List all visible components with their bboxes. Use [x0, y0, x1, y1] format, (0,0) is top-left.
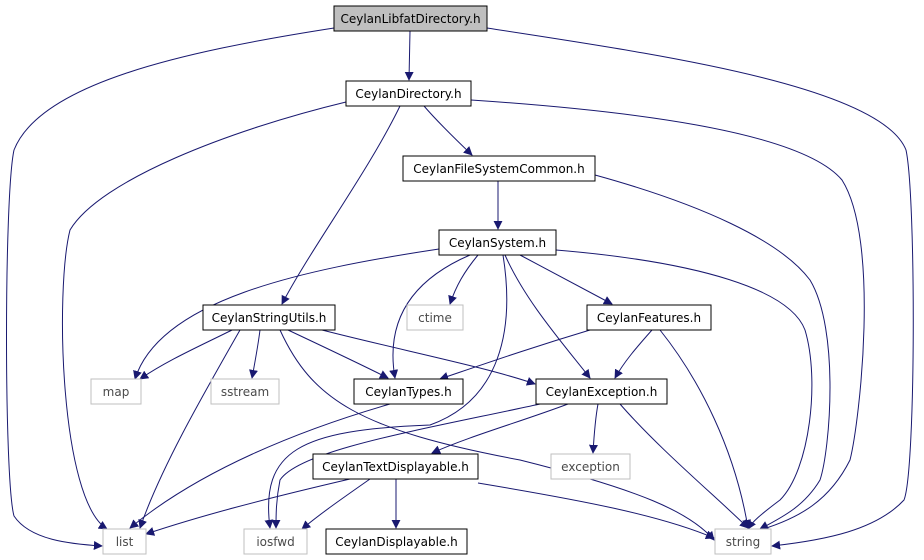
edge-directory-to-filesystemcommon	[423, 105, 473, 156]
edge-features-to-string	[659, 329, 752, 529]
edge-exception-to-string	[619, 403, 749, 529]
node-ceylan-directory[interactable]: CeylanDirectory.h	[345, 80, 472, 107]
svg-text:ctime: ctime	[418, 311, 452, 325]
svg-text:CeylanTextDisplayable.h: CeylanTextDisplayable.h	[322, 460, 469, 474]
edge-filesystemcommon-to-string	[594, 174, 831, 530]
node-ceylan-filesystem-common[interactable]: CeylanFileSystemCommon.h	[402, 155, 596, 182]
edge-stringutils-to-sstream	[249, 329, 261, 379]
edge-system-to-ctime	[448, 254, 479, 305]
edge-directory-to-stringutils	[281, 105, 401, 305]
dependency-nodes: CeylanLibfatDirectory.h CeylanDirectory.…	[90, 5, 772, 555]
node-ceylan-features[interactable]: CeylanFeatures.h	[586, 304, 712, 331]
svg-text:CeylanDirectory.h: CeylanDirectory.h	[355, 87, 461, 101]
edge-textdisplayable-to-iosfwd	[301, 478, 371, 530]
node-ctime[interactable]: ctime	[406, 304, 464, 331]
node-ceylan-exception[interactable]: CeylanException.h	[535, 378, 668, 405]
edge-exception-to-std_exception	[588, 403, 599, 454]
edge-textdisplayable-to-list	[145, 478, 351, 536]
svg-text:list: list	[116, 535, 134, 549]
edge-libfatdirectory-to-string	[486, 27, 914, 550]
edge-stringutils-to-string	[279, 329, 715, 541]
node-exception[interactable]: exception	[550, 453, 631, 480]
edge-system-to-features	[519, 254, 613, 305]
node-ceylan-system[interactable]: CeylanSystem.h	[438, 229, 557, 256]
node-string[interactable]: string	[714, 528, 772, 555]
edge-directory-to-list	[61, 101, 347, 530]
edge-types-to-list	[129, 403, 391, 529]
edge-directory-to-string	[470, 99, 865, 532]
edge-features-to-exception	[614, 329, 653, 379]
edge-stringutils-to-map	[139, 329, 233, 380]
svg-text:CeylanDisplayable.h: CeylanDisplayable.h	[335, 535, 458, 549]
node-list[interactable]: list	[102, 528, 147, 555]
svg-text:map: map	[103, 385, 130, 399]
edge-stringutils-to-types	[287, 329, 389, 379]
svg-text:CeylanFileSystemCommon.h: CeylanFileSystemCommon.h	[413, 162, 584, 176]
svg-text:CeylanTypes.h: CeylanTypes.h	[365, 385, 451, 399]
node-iosfwd[interactable]: iosfwd	[243, 528, 308, 555]
edge-system-to-iosfwd	[264, 254, 508, 529]
edge-libfatdirectory-to-directory	[404, 30, 414, 81]
dependency-edges	[6, 27, 914, 550]
edge-system-to-types	[389, 254, 471, 379]
node-sstream[interactable]: sstream	[210, 378, 280, 405]
edge-stringutils-to-exception	[321, 329, 536, 386]
svg-text:string: string	[726, 535, 760, 549]
node-ceylan-text-displayable[interactable]: CeylanTextDisplayable.h	[312, 453, 479, 480]
edge-stringutils-to-list	[138, 329, 241, 529]
svg-text:exception: exception	[561, 460, 620, 474]
node-ceylan-displayable[interactable]: CeylanDisplayable.h	[325, 528, 468, 555]
svg-text:CeylanLibfatDirectory.h: CeylanLibfatDirectory.h	[340, 12, 480, 26]
edge-libfatdirectory-to-list	[6, 27, 335, 550]
svg-text:CeylanFeatures.h: CeylanFeatures.h	[597, 311, 701, 325]
edge-textdisplayable-to-string	[477, 482, 715, 539]
svg-text:iosfwd: iosfwd	[256, 535, 294, 549]
svg-text:sstream: sstream	[221, 385, 269, 399]
edge-system-to-exception	[504, 254, 591, 379]
node-ceylan-types[interactable]: CeylanTypes.h	[353, 378, 464, 405]
edge-features-to-types	[439, 329, 591, 381]
svg-text:CeylanSystem.h: CeylanSystem.h	[449, 236, 546, 250]
node-ceylan-string-utils[interactable]: CeylanStringUtils.h	[202, 304, 336, 331]
node-ceylan-libfat-directory[interactable]: CeylanLibfatDirectory.h	[333, 5, 488, 32]
edge-exception-to-iosfwd	[271, 403, 541, 529]
edge-system-to-map	[133, 248, 440, 380]
edge-system-to-string	[555, 249, 813, 530]
node-map[interactable]: map	[90, 378, 142, 405]
edge-exception-to-textdisplayable	[431, 403, 569, 454]
svg-text:CeylanException.h: CeylanException.h	[546, 385, 658, 399]
svg-text:CeylanStringUtils.h: CeylanStringUtils.h	[212, 311, 327, 325]
